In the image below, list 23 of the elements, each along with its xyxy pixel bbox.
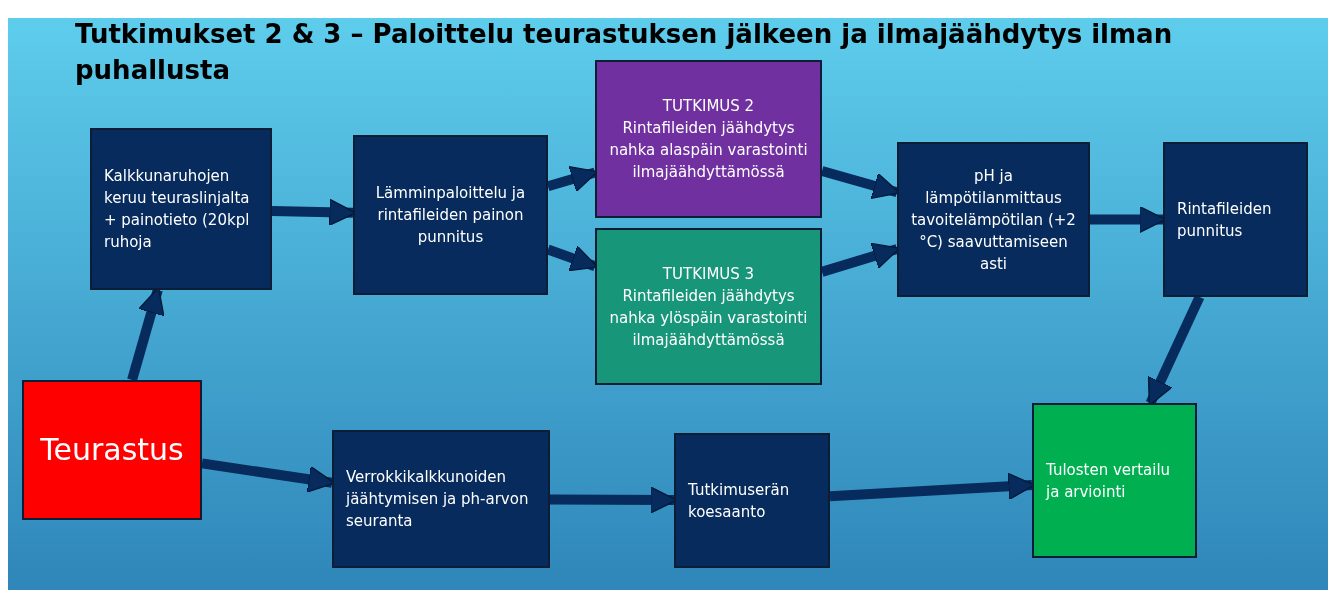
box-text: Tutkimuserän koesaanto (688, 479, 791, 523)
process-box (595, 228, 822, 385)
box-text: Rintafileiden jäähdytys nahka ylöspäin varastointi ilmajäähdyttämössä (609, 285, 808, 351)
process-box (897, 142, 1090, 297)
process-box (353, 135, 548, 295)
box-text: Rintafileiden jäähdytys nahka alaspäin varastointi ilmajäähdyttämössä (609, 118, 808, 183)
process-box (22, 380, 202, 520)
box-text: Verrokkikalkkunoiden jäähtymisen ja ph-arvon seuranta (346, 467, 530, 532)
process-box (332, 430, 550, 568)
box-text: Lämminpaloittelu ja rintafileiden painon punnitus (374, 183, 527, 248)
box-text: Rintafileiden punnitus (1177, 198, 1273, 242)
process-box (1163, 142, 1308, 297)
process-box (595, 60, 822, 218)
box-text: Teurastus (40, 439, 184, 461)
title: Tutkimukset 2 & 3 – Paloittelu teurastuksen jälkeen ja ilmajäähdytys ilman puhallusta (75, 18, 1174, 87)
box-text: Tulosten vertailu ja arviointi (1046, 459, 1172, 503)
process-box (1032, 403, 1197, 558)
box-heading: TUTKIMUS 2 (662, 96, 755, 117)
box-text: Kalkkunaruhojen keruu teuraslinjalta + painotieto (20kpl ruhoja (104, 166, 251, 253)
process-box (674, 433, 830, 568)
box-text: pH ja lämpötilanmittaus tavoitelämpötilan (+2 °C) saavuttamiseen asti (911, 165, 1076, 275)
box-heading: TUTKIMUS 3 (662, 263, 755, 285)
process-box (90, 128, 272, 290)
